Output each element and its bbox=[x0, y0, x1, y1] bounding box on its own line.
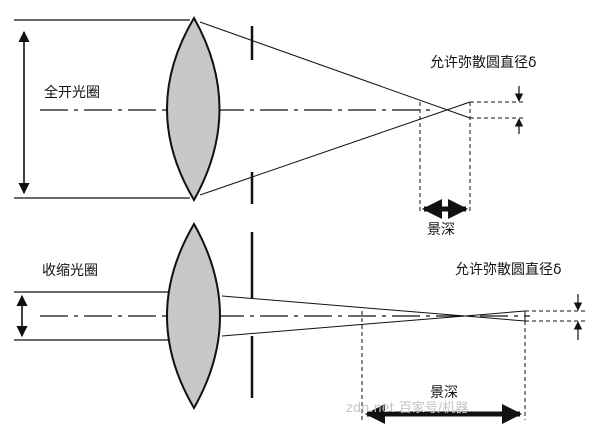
top-dof-label: 景深 bbox=[427, 222, 455, 238]
bottom-ray-upper bbox=[221, 295, 526, 322]
bottom-aperture-label: 收缩光圈 bbox=[42, 263, 98, 279]
bottom-panel: 收缩光圈 允许弥散圆直径δ 景深 bbox=[14, 221, 585, 424]
top-aperture-label: 全开光圈 bbox=[44, 84, 100, 101]
top-ray-lower bbox=[199, 101, 471, 196]
top-ray-upper bbox=[199, 21, 471, 119]
bottom-lens bbox=[166, 221, 221, 411]
bottom-ray-lower bbox=[221, 310, 526, 337]
top-coc-label: 允许弥散圆直径δ bbox=[430, 54, 537, 71]
watermark: zdn.net 百家号/机器 bbox=[346, 400, 468, 416]
top-panel: 全开光圈 允许弥散圆直径δ 景深 bbox=[14, 15, 537, 238]
bottom-dof-label: 景深 bbox=[430, 385, 458, 401]
top-lens bbox=[166, 15, 221, 203]
bottom-coc-label: 允许弥散圆直径δ bbox=[455, 261, 562, 278]
